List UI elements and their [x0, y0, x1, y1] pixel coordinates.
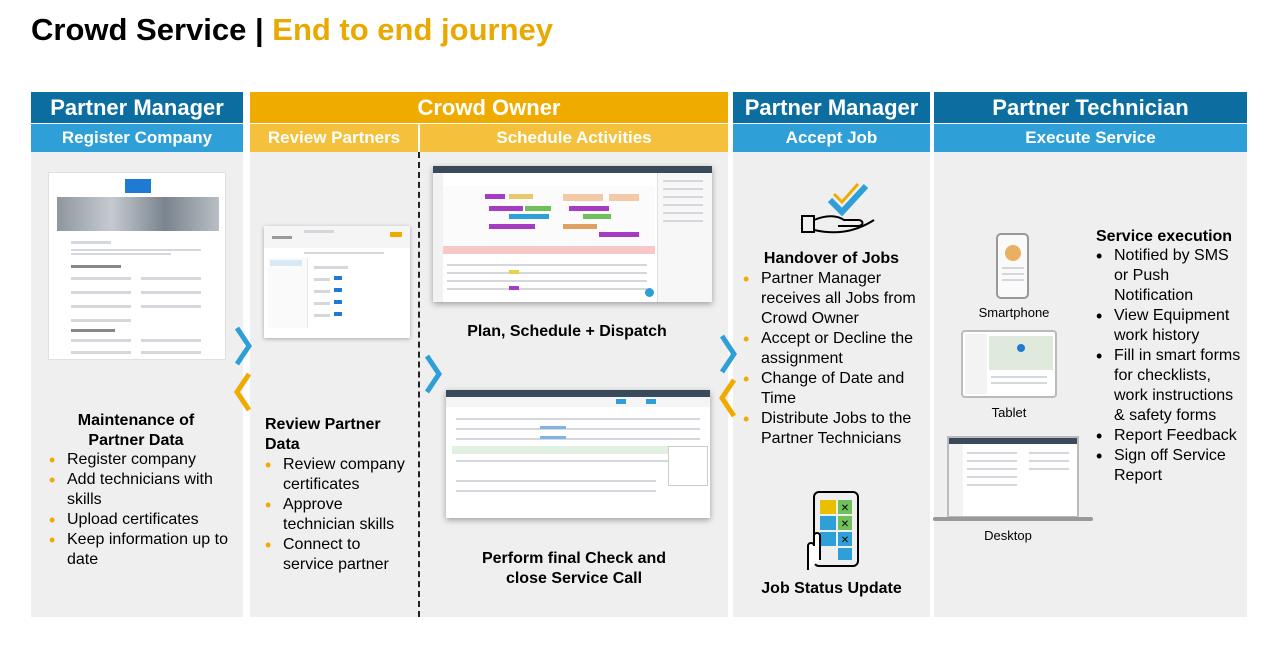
subheader-schedule-activities: Schedule Activities [420, 124, 728, 152]
final-check-screenshot [446, 390, 710, 518]
header-partner-manager-2: Partner Manager [733, 92, 930, 123]
plan-caption: Plan, Schedule + Dispatch [467, 323, 667, 340]
desktop-image [947, 436, 1079, 518]
list-item: Approve technician skills [265, 495, 415, 535]
accept-heading: Handover of Jobs [763, 250, 900, 267]
list-item: Distribute Jobs to the Partner Technicia… [743, 409, 928, 449]
list-item: Upload certificates [49, 510, 229, 530]
header-partner-technician: Partner Technician [934, 92, 1247, 123]
subheader-review-partners: Review Partners [250, 124, 418, 152]
subheader-accept-job: Accept Job [733, 124, 930, 152]
list-item: Connect to service partner [265, 535, 415, 575]
sap-logo-icon [125, 179, 151, 193]
execute-heading: Service execution [1096, 228, 1233, 245]
register-heading: Maintenance of Partner Data [77, 412, 195, 449]
subheader-execute-service: Execute Service [934, 124, 1247, 152]
list-item: Sign off Service Report [1096, 446, 1246, 486]
list-item: Fill in smart forms for checklists, work… [1096, 346, 1246, 426]
list-item: Review company certificates [265, 455, 415, 495]
chevron-left-icon [719, 378, 737, 418]
smartphone-label: Smartphone [978, 305, 1050, 320]
tablet-label: Tablet [991, 405, 1027, 420]
register-list: Register company Add technicians with sk… [49, 450, 229, 570]
list-item: Accept or Decline the assignment [743, 329, 928, 369]
divider-dashed [418, 152, 420, 617]
accept-list: Partner Manager receives all Jobs from C… [743, 269, 928, 449]
job-status-label: Job Status Update [761, 580, 902, 597]
svg-text:✕: ✕ [841, 535, 849, 546]
review-partners-screenshot [264, 226, 410, 338]
title-accent: End to end journey [272, 12, 553, 47]
review-heading: Review Partner Data [265, 416, 381, 453]
list-item: Notified by SMS or Push Notification [1096, 246, 1246, 306]
review-list: Review company certificates Approve tech… [265, 455, 415, 575]
planning-dispatch-screenshot [433, 166, 712, 302]
chevron-right-icon [234, 326, 252, 366]
banner-image [57, 197, 219, 231]
chevron-left-icon [234, 372, 252, 412]
execute-list: Notified by SMS or Push Notification Vie… [1096, 246, 1246, 486]
chevron-right-icon [424, 354, 442, 394]
list-item: Partner Manager receives all Jobs from C… [743, 269, 928, 329]
svg-text:✕: ✕ [841, 503, 849, 514]
check-caption: Perform final Check and close Service Ca… [481, 550, 667, 587]
subheader-register-company: Register Company [31, 124, 243, 152]
svg-text:✕: ✕ [841, 519, 849, 530]
header-crowd-owner: Crowd Owner [250, 92, 728, 123]
smartphone-image [996, 233, 1029, 299]
chevron-right-icon [719, 334, 737, 374]
list-item: Keep information up to date [49, 530, 229, 570]
page-title: Crowd Service | End to end journey [31, 12, 553, 47]
job-status-phone-icon: ✕ ✕ ✕ [807, 491, 859, 570]
add-button-icon [645, 288, 654, 297]
desktop-base [933, 517, 1093, 521]
list-item: Change of Date and Time [743, 369, 928, 409]
list-item: Register company [49, 450, 229, 470]
header-partner-manager-1: Partner Manager [31, 92, 243, 123]
list-item: Add technicians with skills [49, 470, 229, 510]
tablet-image [961, 330, 1057, 398]
list-item: Report Feedback [1096, 426, 1246, 446]
hand-checkmark-icon [801, 183, 875, 234]
desktop-label: Desktop [984, 528, 1032, 543]
register-form-screenshot [48, 172, 226, 360]
list-item: View Equipment work history [1096, 306, 1246, 346]
